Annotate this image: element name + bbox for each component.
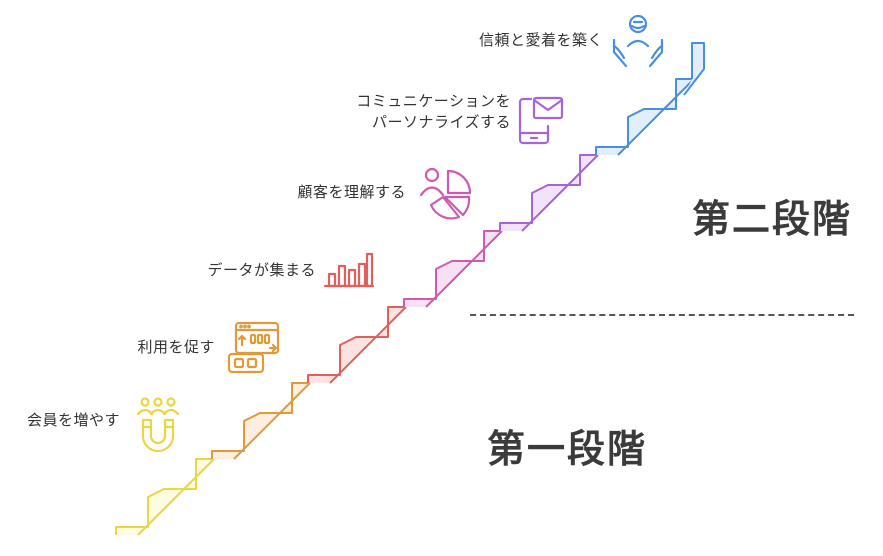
dashboard-arrows-icon bbox=[227, 321, 280, 374]
stair-band-fill bbox=[596, 79, 694, 155]
phase-one-title: 第一段階 bbox=[487, 427, 648, 471]
stair-band-fill bbox=[404, 231, 502, 307]
stair-band-fill bbox=[212, 383, 310, 459]
stair-stringer bbox=[137, 458, 215, 536]
step-label-build-trust: 信頼と愛着を築く bbox=[478, 31, 603, 49]
stair-top-cap bbox=[683, 42, 705, 96]
stair-stringer bbox=[617, 78, 695, 156]
stair-band-outline bbox=[403, 230, 500, 307]
phase-two-title: 第二段階 bbox=[692, 197, 853, 241]
phase-divider bbox=[470, 314, 854, 316]
hands-person-icon bbox=[612, 14, 664, 68]
bar-chart-icon bbox=[323, 252, 375, 288]
person-pie-icon bbox=[419, 167, 472, 220]
stair-band-fill bbox=[308, 307, 406, 383]
stair-band-outline bbox=[211, 382, 308, 459]
stair-band-outline bbox=[595, 78, 692, 155]
stair-band-outline bbox=[115, 458, 212, 535]
stair-band-outline bbox=[307, 306, 404, 383]
stair-band-fill bbox=[116, 459, 214, 535]
stair-stringer bbox=[233, 382, 311, 460]
phone-mail-icon bbox=[518, 96, 564, 145]
stair-stringer bbox=[329, 306, 407, 384]
step-label-understand-customers: 顧客を理解する bbox=[297, 183, 406, 201]
step-label-promote-usage: 利用を促す bbox=[137, 338, 215, 356]
step-label-collect-data: データが集まる bbox=[207, 261, 316, 279]
stair-band-outline bbox=[499, 154, 596, 231]
step-label-grow-members: 会員を増やす bbox=[26, 411, 120, 429]
stair-band-fill bbox=[500, 155, 598, 231]
magnet-people-icon bbox=[136, 397, 180, 453]
stair-stringer bbox=[425, 230, 503, 308]
step-label-personalize-communication: コミュニケーションを パーソナライズする bbox=[356, 92, 511, 131]
stair-stringer bbox=[521, 154, 599, 232]
